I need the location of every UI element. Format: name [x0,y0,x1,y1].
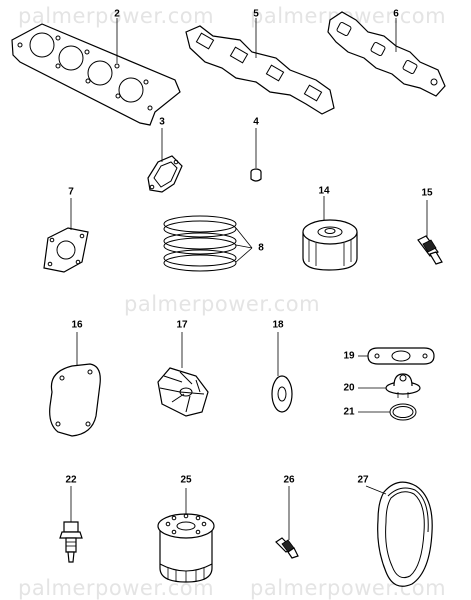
piston-rings-drawing [163,215,253,272]
part-number-19: 19 [343,350,355,362]
part-number-21: 21 [343,406,355,418]
small-plug-drawing [250,128,262,182]
part-number-25: 25 [180,474,192,486]
part-number-6: 6 [393,8,399,20]
part-number-16: 16 [71,319,83,331]
intake-manifold-gasket-drawing [185,18,335,115]
square-gasket-drawing [43,198,89,273]
exhaust-manifold-gasket-drawing [327,11,446,97]
thermostat-drawing [358,373,421,398]
fuel-filter-drawing [302,196,358,271]
thermostat-gasket-drawing [358,347,435,365]
cover-gasket-drawing [147,128,183,193]
washer-drawing [271,332,293,413]
oval-cover-plate-drawing [49,332,101,437]
pressure-switch-drawing [275,486,299,559]
part-number-15: 15 [421,187,433,199]
temperature-sender-drawing [59,486,83,563]
v-belt-drawing [365,481,433,587]
part-number-7: 7 [68,186,74,198]
part-number-4: 4 [253,116,259,128]
o-ring-drawing [358,403,417,421]
part-number-22: 22 [65,474,77,486]
part-number-8: 8 [258,242,264,254]
cylinder-head-gasket-drawing [11,18,181,126]
part-number-3: 3 [159,116,165,128]
part-number-20: 20 [343,382,355,394]
watermark-top-left: palmerpower.com [18,4,215,28]
part-number-2: 2 [114,8,120,20]
part-number-27: 27 [357,474,369,486]
part-number-5: 5 [253,8,259,20]
sensor-switch-drawing [417,200,443,265]
watermark-middle: palmerpower.com [124,292,321,316]
oil-filter-drawing [157,488,215,583]
part-number-17: 17 [176,319,188,331]
part-number-26: 26 [283,474,295,486]
part-number-14: 14 [318,185,330,197]
impeller-drawing [157,332,209,417]
part-number-18: 18 [272,319,284,331]
